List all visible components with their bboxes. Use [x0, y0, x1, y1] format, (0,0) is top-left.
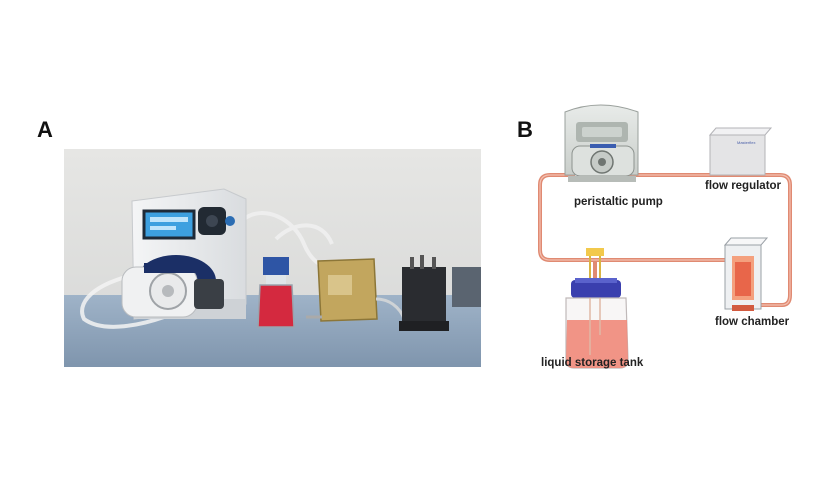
tank-illustration	[565, 248, 629, 369]
pump-screen	[142, 209, 196, 240]
label-liquid-storage-tank: liquid storage tank	[541, 357, 644, 369]
bottle-liquid	[258, 285, 294, 327]
tubing-left	[80, 272, 165, 329]
regulator-illustration: Masterflex	[708, 127, 773, 176]
panel-b-letter: B	[517, 117, 533, 142]
pump-label-band	[144, 263, 202, 273]
flow-schematic: Masterflex	[538, 104, 792, 369]
background-object	[452, 267, 481, 307]
regulator-brand-text: Masterflex	[737, 140, 755, 145]
tank-liquid	[566, 320, 628, 368]
setup-photo	[64, 149, 481, 367]
pump-illustration	[564, 104, 639, 182]
panel-a-letter: A	[37, 117, 53, 142]
bottle-neck	[266, 275, 286, 285]
chamber-illustration	[723, 237, 769, 311]
label-flow-chamber: flow chamber	[715, 316, 790, 328]
label-peristaltic-pump: peristaltic pump	[574, 196, 663, 208]
bottle-cap	[263, 257, 289, 275]
tank-cap	[571, 280, 621, 298]
chamber-device	[402, 267, 446, 325]
tubing-top-2	[274, 223, 334, 245]
label-flow-regulator: flow regulator	[705, 180, 782, 192]
